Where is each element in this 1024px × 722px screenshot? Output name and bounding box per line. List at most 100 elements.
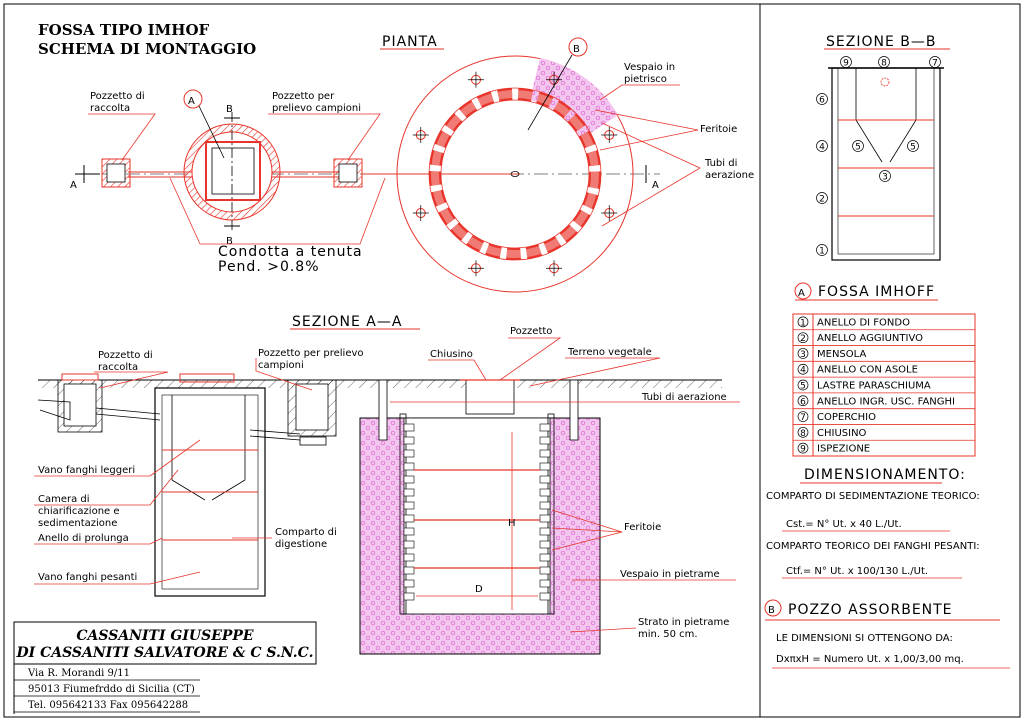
bb-part-number-text: 5 xyxy=(855,143,861,153)
feritoia-block xyxy=(539,423,551,432)
legend-label: CHIUSINO xyxy=(817,428,867,439)
company-name-2: DI CASSANITI SALVATORE & C S.N.C. xyxy=(16,645,314,661)
bb-part-number-text: 9 xyxy=(843,59,849,69)
bb-part-number-text: 8 xyxy=(881,59,887,69)
dim-heading: DIMENSIONAMENTO: xyxy=(804,467,966,483)
aa-comparto-l2: digestione xyxy=(275,539,327,550)
feritoia-block xyxy=(539,579,551,588)
legend-marker: A xyxy=(798,288,805,299)
marker-b-label: B xyxy=(573,44,580,55)
pozzo-block: B POZZO ASSORBENTE LE DIMENSIONI SI OTTE… xyxy=(764,599,1010,669)
feritoia-block xyxy=(403,592,415,601)
pozzo-line: LE DIMENSIONI SI OTTENGONO DA: xyxy=(776,633,953,644)
feritoia-block xyxy=(403,436,415,445)
dimensioning-block: DIMENSIONAMENTO: COMPARTO DI SEDIMENTAZI… xyxy=(766,467,980,579)
sheet-border xyxy=(3,3,1021,718)
feritoia-block xyxy=(539,540,551,549)
legend-label: ANELLO CON ASOLE xyxy=(817,365,918,376)
bb-part-number: 5 xyxy=(852,140,864,153)
bb-part-number: 6 xyxy=(816,93,828,106)
legend-row: 7 COPERCHIO xyxy=(797,411,876,423)
legend-label: ANELLO DI FONDO xyxy=(817,317,910,328)
aa-comparto-l1: Comparto di xyxy=(275,527,337,538)
feritoia-block xyxy=(539,592,551,601)
dim-formula-1: Cst.= N° Ut. x 40 L./Ut. xyxy=(786,519,902,530)
bb-tank-outline xyxy=(831,67,941,261)
legend-label: ANELLO AGGIUNTIVO xyxy=(817,333,923,344)
legend-heading: FOSSA IMHOFF xyxy=(818,284,935,300)
feritoia-block xyxy=(539,462,551,471)
feritoia-block xyxy=(539,514,551,523)
company-name-1: CASSANITI GIUSEPPE xyxy=(76,628,254,644)
feritoia-block xyxy=(403,514,415,523)
dim-line-2: COMPARTO TEORICO DEI FANGHI PESANTI: xyxy=(766,541,980,552)
bb-part-number: 2 xyxy=(816,192,828,205)
bb-part-number-text: 5 xyxy=(910,143,916,153)
aeration-tube-icon xyxy=(546,260,563,277)
feritoia-block xyxy=(403,553,415,562)
pozzo-formula: DxπxH = Numero Ut. x 1,00/3,00 mq. xyxy=(776,654,964,665)
legend-row: 1 ANELLO DI FONDO xyxy=(797,316,910,328)
aa-strato-l2: min. 50 cm. xyxy=(638,629,698,640)
feritoia-block xyxy=(403,449,415,458)
aa-vespaio: Vespaio in pietrame xyxy=(620,569,720,580)
pianta-tubi-l1: Tubi di xyxy=(704,158,737,169)
aa-terreno: Terreno vegetale xyxy=(567,347,652,358)
aa-pozzetto: Pozzetto xyxy=(510,326,552,337)
feritoia-block xyxy=(403,462,415,471)
bb-part-number: 3 xyxy=(879,170,891,183)
section-a-marker-right: A xyxy=(652,180,659,191)
bb-part-number: 1 xyxy=(816,244,828,257)
aeration-tube-icon xyxy=(412,126,429,143)
bb-part-number-text: 3 xyxy=(882,173,888,183)
marker-a-circle xyxy=(183,89,203,109)
aa-feritoie: Feritoie xyxy=(624,522,661,533)
feritoia-block xyxy=(403,423,415,432)
legend-marker-circle xyxy=(794,282,812,300)
pianta-plan: PIANTA A A B B xyxy=(70,34,754,293)
pianta-heading: PIANTA xyxy=(382,34,438,50)
section-b-marker-bottom: B xyxy=(226,236,233,247)
title-line-2: SCHEMA DI MONTAGGIO xyxy=(38,40,256,58)
feritoia-block xyxy=(539,436,551,445)
legend-num: 8 xyxy=(800,429,806,439)
aa-vano-pesanti: Vano fanghi pesanti xyxy=(38,572,137,583)
aa-pozzetto-raccolta-l2: raccolta xyxy=(98,362,138,373)
company-phone: Tel. 095642133 Fax 095642288 xyxy=(28,700,188,711)
legend-num: 7 xyxy=(800,413,806,423)
pianta-vespaio-l1: Vespaio in xyxy=(624,62,675,73)
bb-part-number: 8 xyxy=(878,56,890,69)
company-block: CASSANITI GIUSEPPE DI CASSANITI SALVATOR… xyxy=(13,621,317,714)
aa-vano-leggeri: Vano fanghi leggeri xyxy=(38,465,135,476)
pianta-pozzetto-raccolta-l2: raccolta xyxy=(90,103,130,114)
aa-strato-l1: Strato in pietrame xyxy=(638,617,729,628)
bb-part-number: 5 xyxy=(907,140,919,153)
company-city: 95013 Fiumefrddo di Sicilia (CT) xyxy=(28,684,195,695)
pianta-pozzetto-raccolta-l1: Pozzetto di xyxy=(90,91,145,102)
legend-label: COPERCHIO xyxy=(817,412,876,423)
pianta-pozzetto-prelievo-l2: prelievo campioni xyxy=(272,103,361,114)
feritoia-block xyxy=(403,540,415,549)
pianta-tubi-l2: aerazione xyxy=(705,170,754,181)
feritoia-block xyxy=(539,527,551,536)
feritoia-block xyxy=(539,501,551,510)
sezione-aa: SEZIONE A—A xyxy=(34,314,740,655)
feritoia-block xyxy=(403,566,415,575)
pianta-condotta-l1: Condotta a tenuta xyxy=(218,244,363,260)
legend-row: 8 CHIUSINO xyxy=(797,426,867,439)
aeration-tube-icon xyxy=(412,205,429,222)
dim-d: D xyxy=(475,584,483,595)
pozzo-wall-feritoie xyxy=(403,423,551,601)
feritoia-block xyxy=(403,488,415,497)
marker-b-circle xyxy=(568,37,588,57)
aa-pozzetto-prelievo-l2: campioni xyxy=(258,360,304,371)
legend-num: 1 xyxy=(800,318,806,328)
aeration-tube-icon xyxy=(546,71,563,88)
legend-num: 2 xyxy=(800,334,806,344)
legend-num: 9 xyxy=(800,445,806,455)
